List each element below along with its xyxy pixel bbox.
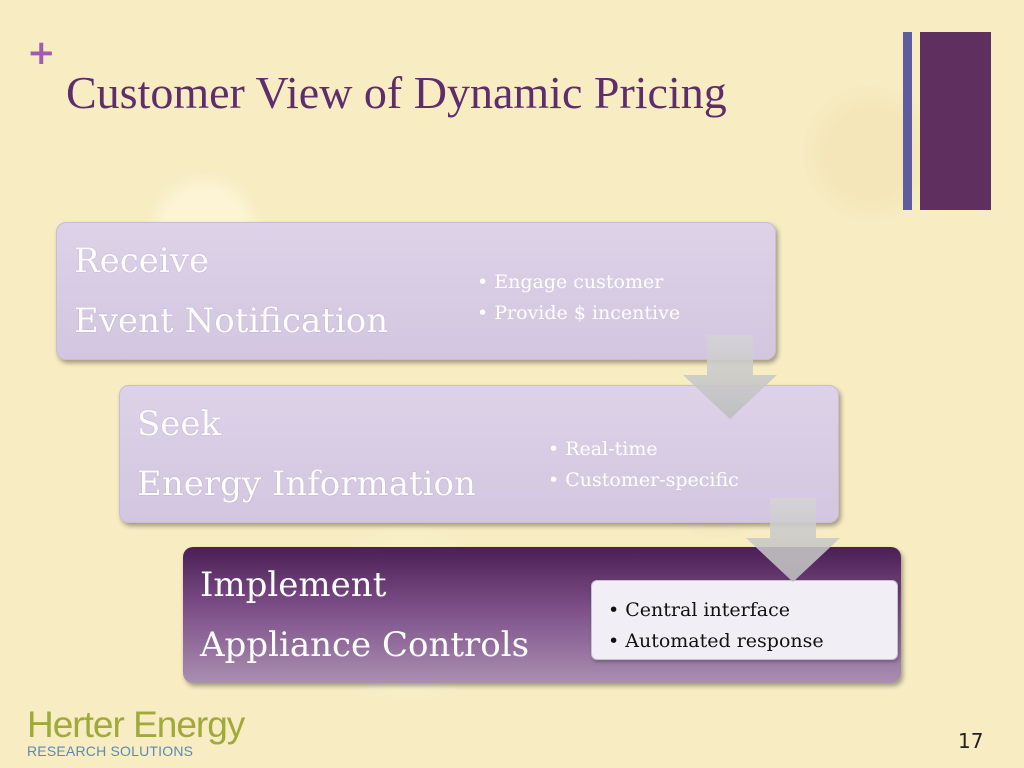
decorative-bar-thin [903, 32, 912, 210]
decorative-bar-thick [920, 32, 991, 210]
step-bullets: Real-time Customer-specific [548, 434, 739, 496]
step-detail-box: Central interface Automated response [591, 580, 898, 660]
step-heading: Implement [200, 565, 387, 605]
bullet-item: Automated response [608, 626, 823, 657]
down-arrow-icon [746, 498, 840, 582]
plus-icon: + [27, 33, 56, 73]
step-subheading: Appliance Controls [200, 625, 530, 665]
bullet-item: Provide $ incentive [477, 298, 680, 329]
step-subheading: Energy Information [137, 464, 476, 504]
logo-sub-text: RESEARCH SOLUTIONS [27, 743, 194, 759]
logo-main-text: Herter Energy [27, 704, 245, 745]
bullet-item: Engage customer [477, 267, 680, 298]
step-bullets: Engage customer Provide $ incentive [477, 267, 680, 329]
bullet-item: Real-time [548, 434, 739, 465]
step-heading: Receive [74, 241, 210, 281]
step-bullets: Central interface Automated response [608, 595, 824, 657]
bullet-item: Central interface [608, 595, 824, 626]
step-heading: Seek [137, 404, 222, 444]
company-logo: Herter Energy RESEARCH SOLUTIONS [27, 705, 245, 761]
step-receive: Receive Event Notification Engage custom… [56, 222, 776, 360]
step-implement: Implement Appliance Controls Central int… [183, 547, 901, 683]
slide-title: Customer View of Dynamic Pricing [66, 67, 727, 118]
down-arrow-icon [683, 335, 777, 419]
page-number: 17 [958, 729, 984, 753]
bullet-item: Customer-specific [548, 465, 739, 496]
step-subheading: Event Notification [74, 301, 389, 341]
